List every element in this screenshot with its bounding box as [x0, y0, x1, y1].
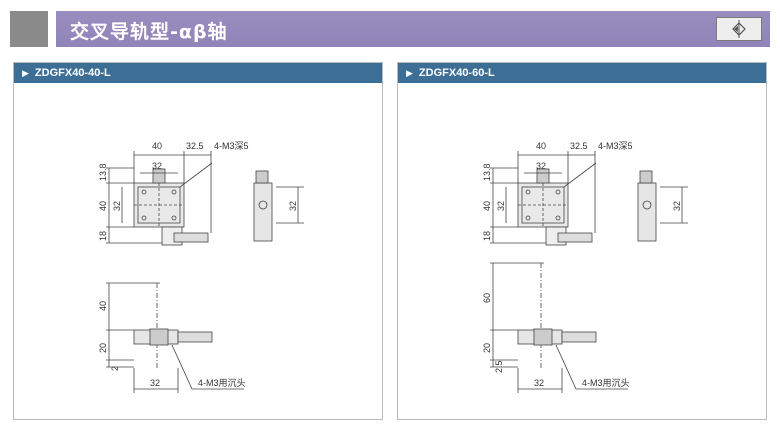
dim-top-w2: 32.5	[186, 141, 204, 151]
dim-side-h: 32	[672, 201, 682, 211]
dim-h1: 13.8	[98, 163, 108, 181]
technical-drawing: 40 32.5 32 4-M3深5 13.8 40 32 18 32 60 20…	[482, 141, 688, 393]
dim-h2-inner: 32	[112, 201, 122, 211]
dim-h1: 13.8	[482, 163, 492, 181]
model-name: ZDGFX40-40-L	[34, 67, 111, 79]
model-name: ZDGFX40-60-L	[418, 67, 495, 79]
dim-front-h3: 2	[110, 366, 120, 371]
header-marker	[10, 11, 48, 47]
dim-h3: 18	[482, 231, 492, 241]
dim-tapped: 4-M3深5	[598, 141, 633, 151]
dim-top-w2: 32.5	[570, 141, 588, 151]
header-bar: 交叉导轨型-αβ轴	[56, 11, 770, 47]
diamond-arrow-icon	[732, 20, 746, 38]
panel-header: ▶ZDGFX40-60-L	[398, 63, 766, 83]
dim-front-h2: 20	[98, 343, 108, 353]
dim-front-w: 32	[150, 378, 160, 388]
dim-tapped: 4-M3深5	[214, 141, 249, 151]
panel-header: ▶ZDGFX40-40-L	[14, 63, 382, 83]
dim-front-h1: 60	[482, 293, 492, 303]
nav-button[interactable]	[716, 17, 762, 41]
dim-countersunk: 4-M3用沉头	[582, 378, 630, 388]
dim-front-h2: 20	[482, 343, 492, 353]
dim-side-h: 32	[288, 201, 298, 211]
dim-h2: 40	[482, 201, 492, 211]
dim-countersunk: 4-M3用沉头	[198, 378, 246, 388]
dim-front-h3: 2.5	[494, 360, 504, 373]
dim-front-h1: 40	[98, 301, 108, 311]
dim-top-w1: 40	[536, 141, 546, 151]
technical-drawing: 40 32.5 32 4-M3深5 13.8 40 32 18 32 40 20…	[98, 141, 304, 393]
dim-front-w: 32	[534, 378, 544, 388]
dim-h2-inner: 32	[496, 201, 506, 211]
dim-h2: 40	[98, 201, 108, 211]
dim-h3: 18	[98, 231, 108, 241]
dim-top-inner: 32	[536, 161, 546, 171]
dim-top-inner: 32	[152, 161, 162, 171]
dim-top-w1: 40	[152, 141, 162, 151]
page-title: 交叉导轨型-αβ轴	[70, 21, 228, 43]
panel-zdgfx40-40-l: ▶ZDGFX40-40-L	[13, 62, 383, 420]
panel-zdgfx40-60-l: ▶ZDGFX40-60-L	[397, 62, 767, 420]
